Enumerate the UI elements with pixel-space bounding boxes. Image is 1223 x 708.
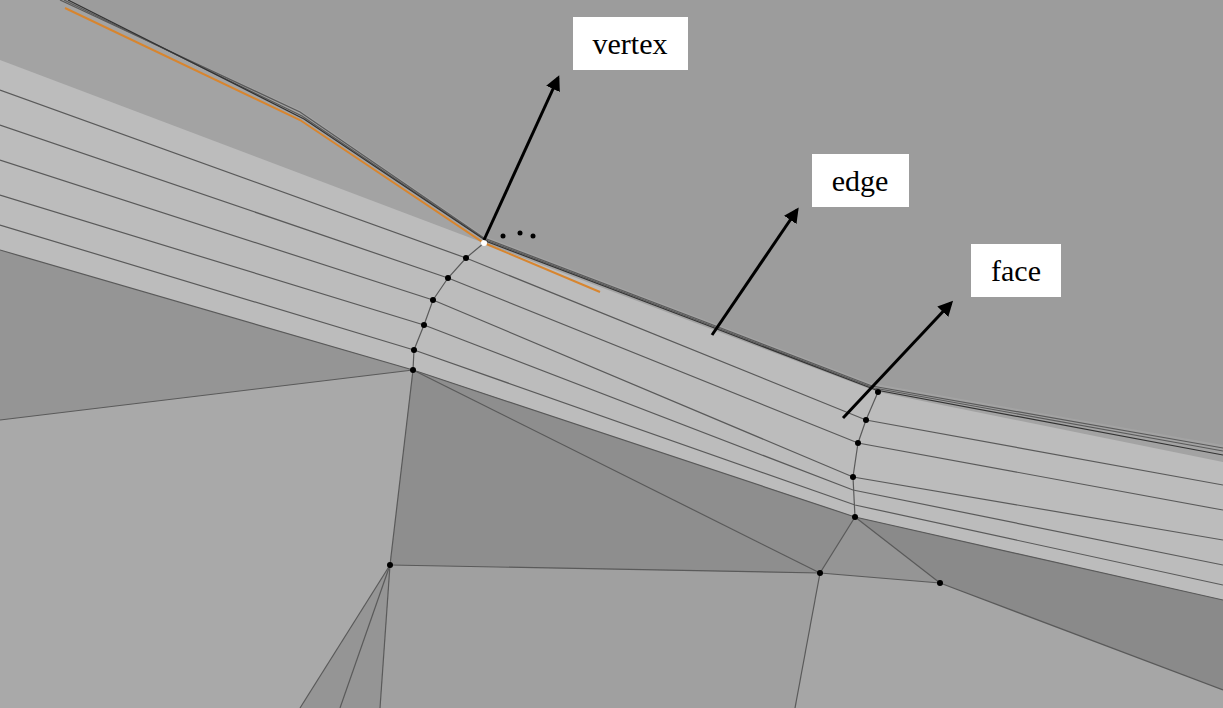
mesh-edge bbox=[0, 195, 1223, 565]
mesh-edge bbox=[413, 370, 820, 573]
vertex-dot bbox=[863, 417, 869, 423]
vertex-dot bbox=[852, 514, 858, 520]
mesh-edge bbox=[0, 250, 1223, 600]
mesh-edge bbox=[68, 0, 1223, 455]
vertex-dot bbox=[531, 234, 536, 239]
vertex-dot bbox=[855, 440, 861, 446]
vertex-dot bbox=[463, 255, 469, 261]
vertex-dot bbox=[518, 231, 523, 236]
mesh-edge bbox=[390, 565, 820, 573]
mesh-edge bbox=[0, 160, 1223, 540]
leader-arrows bbox=[484, 78, 951, 418]
mesh-face-upper bbox=[0, 0, 1223, 445]
mesh-edge bbox=[413, 243, 484, 370]
mesh-edge bbox=[390, 370, 413, 565]
mesh-edge bbox=[820, 573, 940, 583]
vertex-dot bbox=[445, 275, 451, 281]
label-text: face bbox=[991, 254, 1041, 287]
selected-vertex bbox=[481, 240, 487, 246]
leader-arrow bbox=[843, 303, 951, 418]
mesh-edge bbox=[380, 565, 390, 708]
vertex-dot bbox=[937, 580, 943, 586]
leader-arrow bbox=[712, 210, 797, 335]
vertex-dot bbox=[817, 570, 823, 576]
mesh-edge bbox=[0, 370, 413, 420]
mesh-edge bbox=[300, 565, 390, 708]
vertex-dot bbox=[411, 347, 417, 353]
mesh-edge bbox=[0, 125, 1223, 510]
mesh-edge bbox=[340, 565, 390, 708]
vertex-dot bbox=[387, 562, 393, 568]
label-text: edge bbox=[832, 164, 889, 197]
mesh-edge bbox=[60, 0, 1223, 448]
vertex-dot bbox=[501, 234, 506, 239]
label-box: edge bbox=[812, 154, 909, 207]
mesh-edge bbox=[0, 90, 1223, 485]
vertex-dot bbox=[421, 322, 427, 328]
vertex-dot bbox=[410, 367, 416, 373]
vertex-dot bbox=[430, 297, 436, 303]
vertex-dot bbox=[875, 389, 881, 395]
mesh-face bbox=[380, 565, 820, 708]
mesh-face bbox=[0, 370, 413, 708]
label-text: vertex bbox=[593, 27, 668, 60]
label-box: face bbox=[971, 244, 1061, 297]
selected-edge bbox=[65, 8, 600, 292]
label-box: vertex bbox=[573, 17, 688, 70]
mesh-edge bbox=[0, 225, 1223, 585]
mesh-edge bbox=[64, 0, 1223, 451]
leader-arrow bbox=[484, 78, 558, 240]
mesh-face bbox=[795, 573, 1223, 708]
vertex-dot bbox=[850, 474, 856, 480]
mesh-face bbox=[390, 370, 855, 573]
mesh-edge bbox=[853, 392, 878, 517]
mesh-edge bbox=[820, 517, 855, 573]
mesh-edge bbox=[795, 573, 820, 708]
mesh-edge bbox=[940, 583, 1223, 690]
mesh-edge bbox=[855, 517, 940, 583]
mesh-vertices bbox=[387, 231, 943, 587]
